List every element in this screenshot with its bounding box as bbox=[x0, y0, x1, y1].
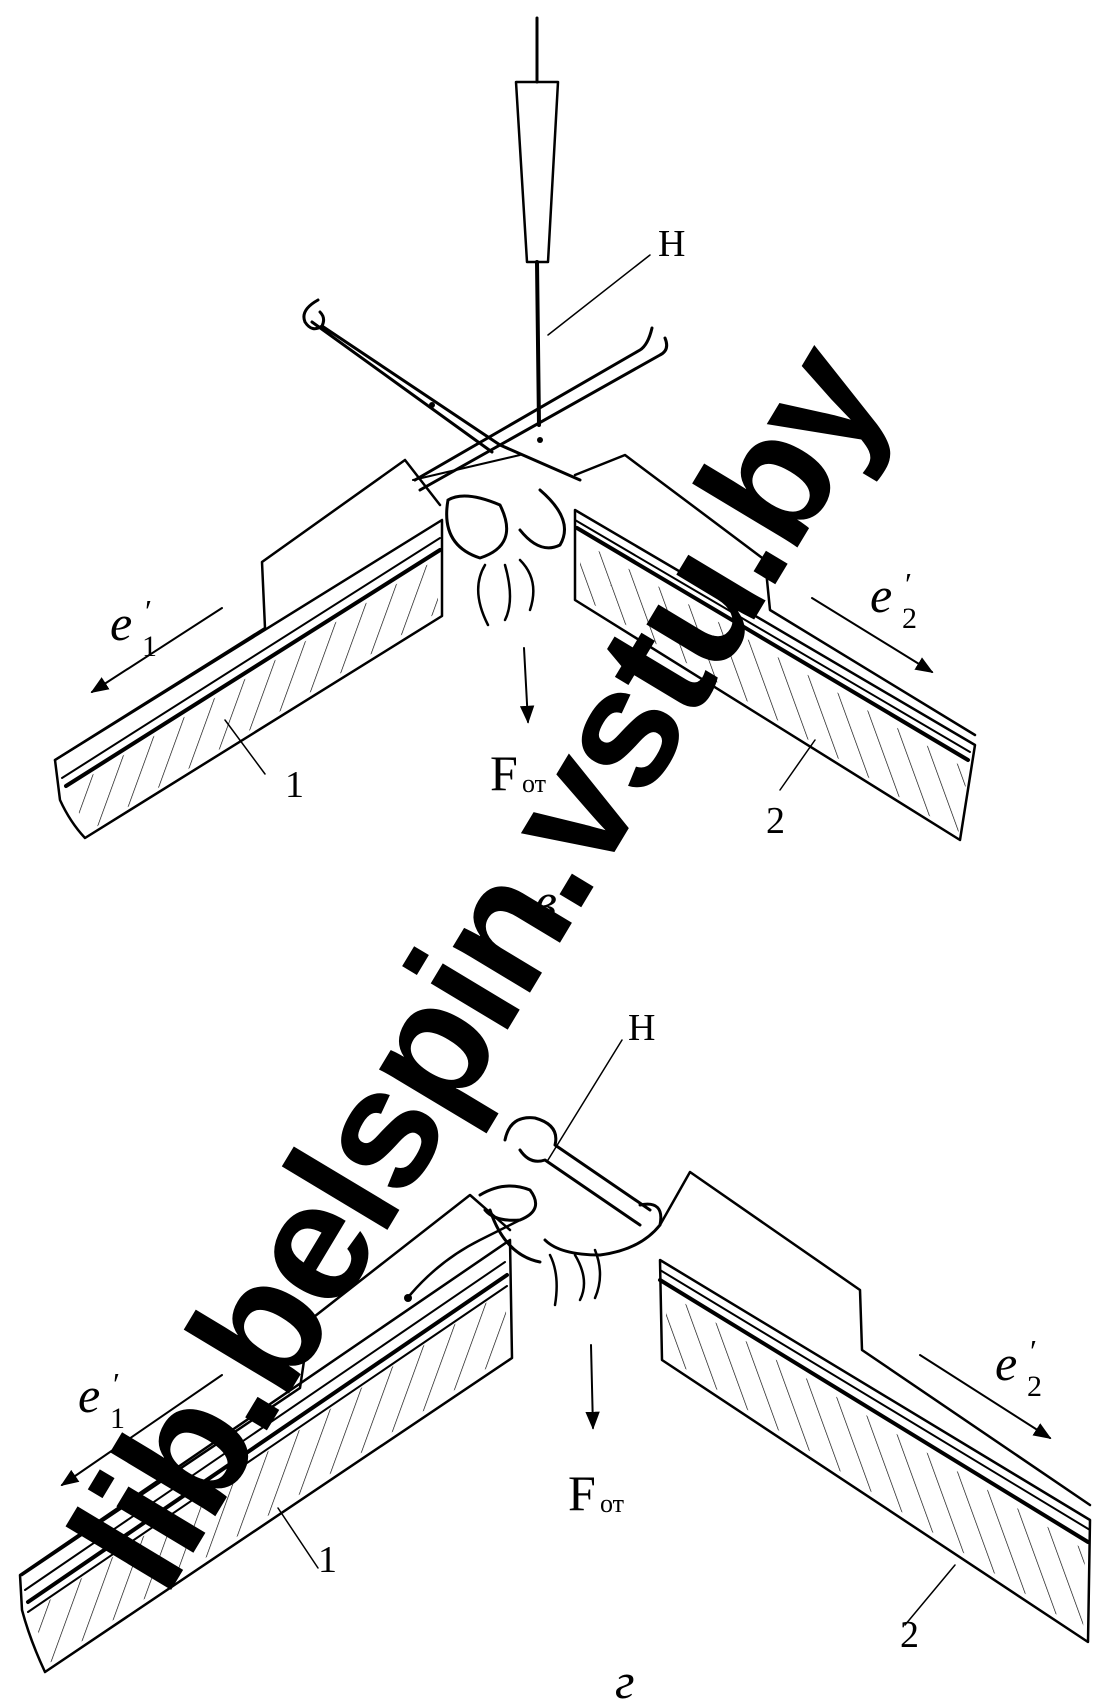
strain-prime-2-bottom: ′ bbox=[1030, 1333, 1037, 1369]
caption-bottom: г bbox=[615, 1653, 635, 1708]
force-label-bottom: F bbox=[568, 1465, 596, 1521]
strain-label-2-bottom: e bbox=[995, 1335, 1017, 1391]
strain-sub-2-top: 2 bbox=[902, 602, 917, 635]
panel-top: Н e 1 ′ e 2 ′ F от 1 2 в bbox=[53, 16, 977, 929]
part-label-1-top: 1 bbox=[285, 764, 304, 806]
needle-bed-right-bottom bbox=[658, 1170, 1092, 1644]
force-sub-top: от bbox=[522, 769, 546, 798]
strain-prime-1-top: ′ bbox=[145, 593, 152, 629]
strain-sub-1-top: 1 bbox=[142, 630, 157, 663]
strain-sub-2-bottom: 2 bbox=[1027, 1370, 1042, 1403]
strain-sub-1-bottom: 1 bbox=[110, 1402, 125, 1435]
strain-label-2-top: e bbox=[870, 567, 892, 623]
needle-label-top: Н bbox=[658, 223, 685, 265]
part-label-2-top: 2 bbox=[766, 800, 785, 842]
force-label-top: F bbox=[490, 745, 518, 801]
part-label-2-bottom: 2 bbox=[900, 1614, 919, 1656]
needle-bed-right-top bbox=[573, 453, 977, 842]
arrows-bottom bbox=[60, 1344, 1052, 1487]
needle-bed-left-bottom bbox=[18, 1193, 514, 1674]
strain-label-1-top: e bbox=[110, 595, 132, 651]
strain-label-1-bottom: e bbox=[78, 1367, 100, 1423]
strain-prime-2-top: ′ bbox=[905, 566, 912, 602]
needle-bed-left-top bbox=[53, 454, 521, 840]
caption-top: в bbox=[535, 873, 557, 929]
panel-bottom: Н e 1 ′ e 2 ′ F от 1 2 г bbox=[18, 1007, 1092, 1708]
part-label-1-bottom: 1 bbox=[318, 1539, 337, 1581]
needle-label-bottom: Н bbox=[628, 1007, 655, 1049]
needle-top bbox=[514, 16, 651, 427]
hooks-bottom bbox=[404, 1039, 663, 1307]
hooks-top bbox=[302, 298, 669, 627]
strain-prime-1-bottom: ′ bbox=[113, 1366, 120, 1402]
force-sub-bottom: от bbox=[600, 1489, 624, 1518]
arrows-top bbox=[90, 597, 934, 724]
